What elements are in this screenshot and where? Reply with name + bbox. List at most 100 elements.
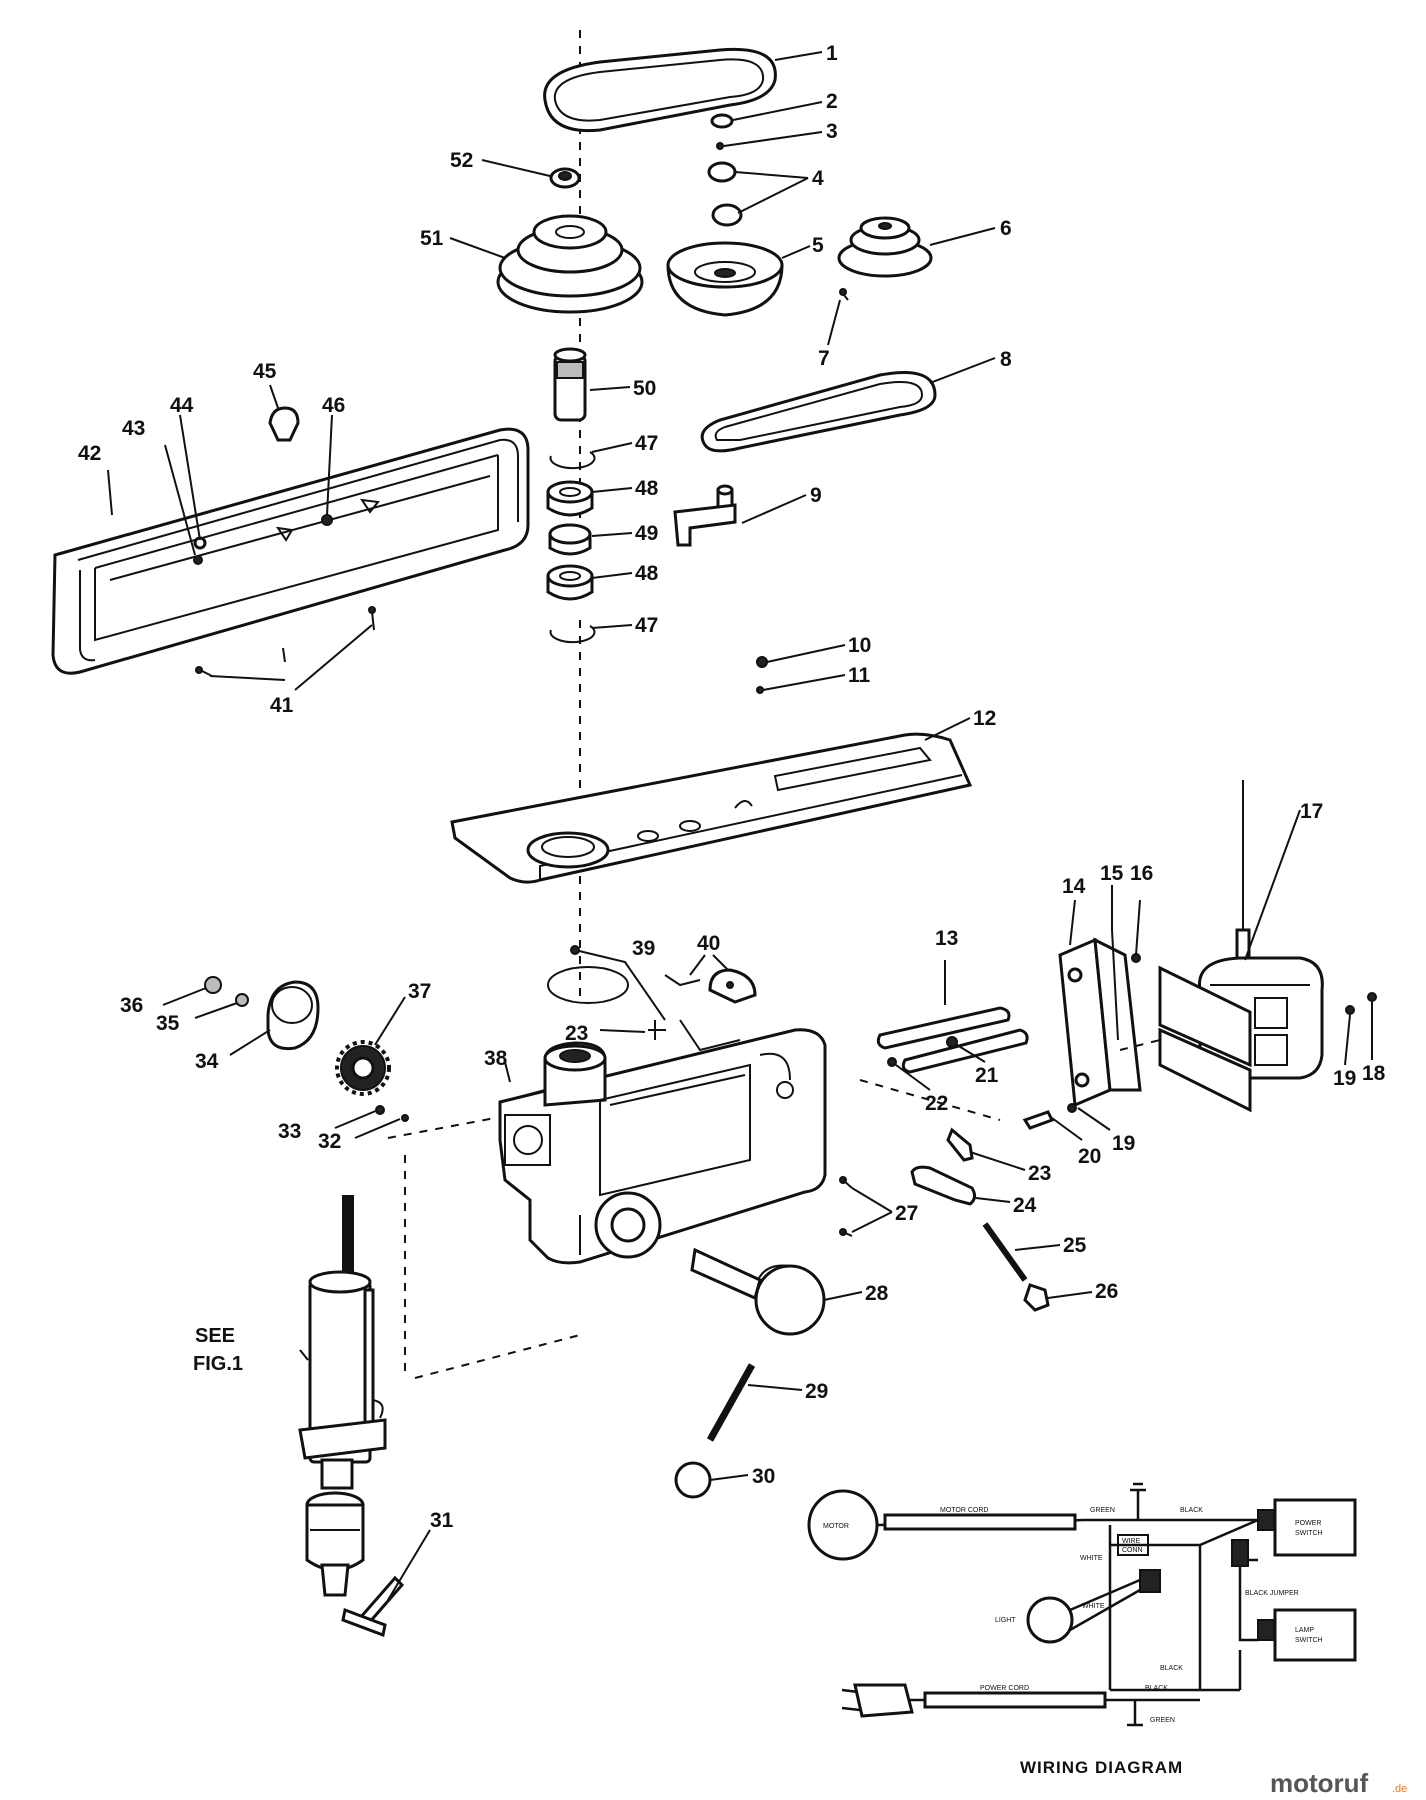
callout-33: 33	[278, 1120, 301, 1143]
part-31-chuck-key	[341, 1575, 405, 1638]
callout-40: 40	[697, 932, 720, 955]
part-34-cover	[266, 980, 320, 1051]
part-3-screw	[716, 142, 724, 150]
callout-19a: 19	[1333, 1067, 1356, 1090]
part-48-bearing	[546, 564, 594, 601]
callout-32: 32	[318, 1130, 341, 1153]
part-26-knob	[1023, 1283, 1050, 1312]
part-20-bolt	[1022, 1110, 1055, 1130]
callout-15: 15	[1100, 862, 1124, 885]
part-47-retaining-ring	[549, 625, 596, 644]
part-19-nut	[1345, 1005, 1355, 1015]
reference-line	[387, 1117, 496, 1139]
part-1-belt	[543, 47, 777, 133]
see-fig-line1: SEE	[195, 1325, 235, 1347]
guard-hardware	[275, 498, 380, 542]
callout-7: 7	[818, 347, 830, 370]
svg-text:SWITCH: SWITCH	[1295, 1637, 1323, 1644]
part-14-motor-bracket	[1058, 937, 1142, 1108]
callout-34: 34	[195, 1050, 219, 1073]
callout-12: 12	[973, 707, 996, 730]
part-36-nut	[204, 976, 222, 994]
part-18-screw	[1367, 992, 1377, 1002]
part-12-head-plate	[450, 732, 973, 884]
part-17-motor	[1158, 780, 1324, 1113]
callout-14: 14	[1062, 875, 1086, 898]
callout-11: 11	[848, 664, 871, 687]
quill-assembly	[298, 1195, 387, 1490]
callout-19b: 19	[1112, 1132, 1135, 1155]
callout-16: 16	[1130, 862, 1153, 885]
part-42-belt-guard	[51, 427, 530, 675]
callout-49: 49	[635, 522, 658, 545]
svg-text:WHITE: WHITE	[1082, 1603, 1105, 1610]
part-30-plug	[674, 1461, 712, 1499]
callout-24: 24	[1013, 1194, 1037, 1217]
callout-47a: 47	[635, 432, 658, 455]
callout-42: 42	[78, 442, 101, 465]
callout-45: 45	[253, 360, 277, 383]
part-29-key	[706, 1363, 756, 1442]
svg-text:GREEN: GREEN	[1150, 1717, 1175, 1724]
callout-2: 2	[826, 90, 838, 113]
part-51-spindle-pulley	[496, 214, 644, 314]
part-48-bearing	[546, 480, 594, 517]
callout-13: 13	[935, 927, 958, 950]
part-39-pin	[664, 974, 701, 987]
watermark: motoruf .de	[1270, 1768, 1407, 1798]
callout-1: 1	[826, 42, 838, 65]
part-11-washer	[756, 686, 764, 694]
watermark-suffix: .de	[1392, 1783, 1407, 1795]
part-38-head-casting	[498, 1028, 827, 1265]
part-23-lever	[946, 1127, 974, 1162]
callout-22: 22	[925, 1092, 948, 1115]
callout-43: 43	[122, 417, 145, 440]
part-6-motor-pulley	[837, 216, 933, 278]
part-46-screw	[321, 514, 333, 526]
part-35-washer	[235, 993, 249, 1007]
callout-18: 18	[1362, 1062, 1386, 1085]
svg-text:BLACK: BLACK	[1180, 1507, 1203, 1514]
callout-48a: 48	[635, 477, 659, 500]
callout-8: 8	[1000, 348, 1012, 371]
wiring-diagram-title: WIRING DIAGRAM	[1020, 1758, 1183, 1777]
svg-text:CONN: CONN	[1122, 1547, 1143, 1554]
callout-48b: 48	[635, 562, 659, 585]
part-16-screw	[1131, 953, 1141, 963]
part-23-pin	[648, 1020, 666, 1040]
callout-20: 20	[1078, 1145, 1101, 1168]
callout-4: 4	[812, 167, 824, 190]
callout-31: 31	[430, 1509, 454, 1532]
svg-text:LAMP: LAMP	[1295, 1627, 1314, 1634]
see-fig-line2: FIG.1	[193, 1353, 243, 1375]
callout-23a: 23	[565, 1022, 588, 1045]
wiring-diagram: MOTOR MOTOR CORD GREEN BLACK POWER SWITC…	[807, 1482, 1357, 1727]
callout-41: 41	[270, 694, 294, 717]
callout-46: 46	[322, 394, 345, 417]
part-10-screw	[756, 656, 768, 668]
part-5-idler-pulley	[666, 241, 784, 317]
callout-38: 38	[484, 1047, 508, 1070]
svg-text:WHITE: WHITE	[1080, 1555, 1103, 1562]
part-37-pinion-gear	[335, 1040, 391, 1096]
part-15-hinge-pin	[1111, 929, 1119, 1041]
part-22-screw	[887, 1057, 897, 1067]
callout-52: 52	[450, 149, 473, 172]
callout-47b: 47	[635, 614, 658, 637]
part-50-spline-sleeve	[553, 347, 587, 422]
callout-26: 26	[1095, 1280, 1118, 1303]
part-43-screw	[193, 555, 203, 565]
callout-17: 17	[1300, 800, 1323, 823]
callout-labels: 1 2 3 4 5 6 7 8 9 10 11 12 13 14 15 16 1…	[78, 42, 1386, 1532]
part-28-switch	[690, 1247, 826, 1336]
reference-line	[414, 1334, 581, 1379]
svg-text:MOTOR CORD: MOTOR CORD	[940, 1507, 988, 1514]
svg-text:POWER: POWER	[1295, 1520, 1321, 1527]
reference-line	[1119, 1039, 1161, 1051]
callout-51: 51	[420, 227, 444, 250]
callout-3: 3	[826, 120, 838, 143]
svg-text:WIRE: WIRE	[1122, 1538, 1141, 1545]
svg-text:LIGHT: LIGHT	[995, 1617, 1016, 1624]
part-47-retaining-ring	[549, 451, 596, 470]
